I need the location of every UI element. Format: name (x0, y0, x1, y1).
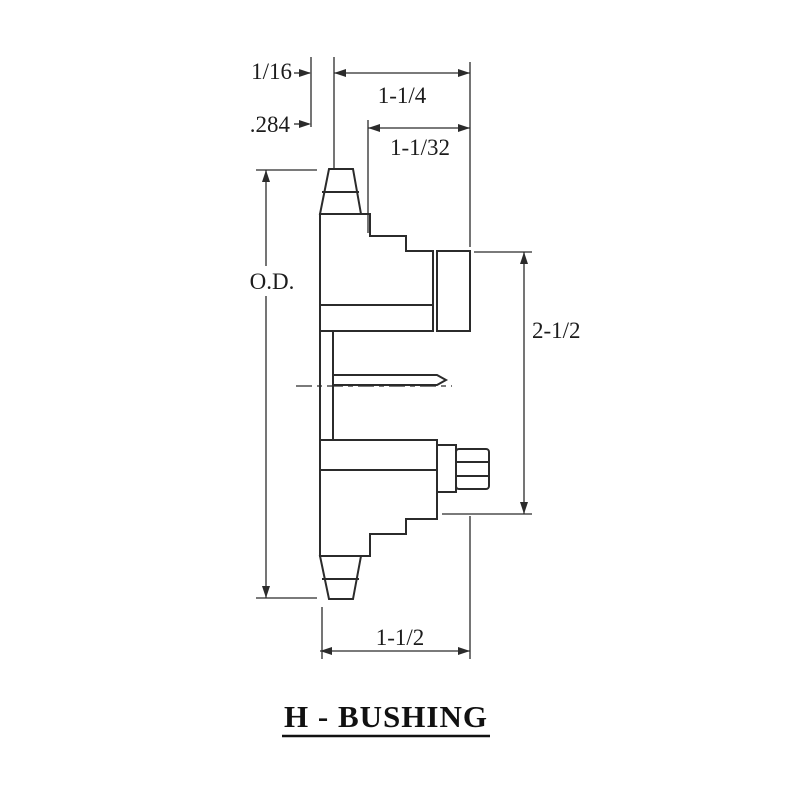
keyway-slot (332, 374, 449, 386)
dimension-lines (262, 69, 528, 655)
bottom-tooth (318, 555, 363, 600)
dimension-label-overall-width: 1-1/2 (376, 625, 425, 650)
upper-section-hatched (319, 213, 434, 332)
dimension-label-hub-total-width: 1-1/4 (378, 83, 427, 108)
lower-section-hatched (319, 439, 438, 557)
upper-flange (436, 250, 471, 332)
bolt-hex-head (455, 448, 490, 490)
drawing-title: H - BUSHING (284, 699, 488, 734)
bolt-washer (436, 444, 457, 493)
sprocket-section (296, 168, 490, 600)
extension-lines (256, 57, 532, 659)
dimension-label-flange-diameter: 2-1/2 (532, 318, 581, 343)
dimension-label-tooth-gap: 1/16 (251, 59, 292, 84)
dimension-label-outer-diameter: O.D. (250, 269, 295, 294)
dimension-label-bushing-length: 1-1/32 (390, 135, 450, 160)
dimension-label-plate-thickness: .284 (250, 112, 291, 137)
bolt-hex-facets (455, 461, 490, 477)
